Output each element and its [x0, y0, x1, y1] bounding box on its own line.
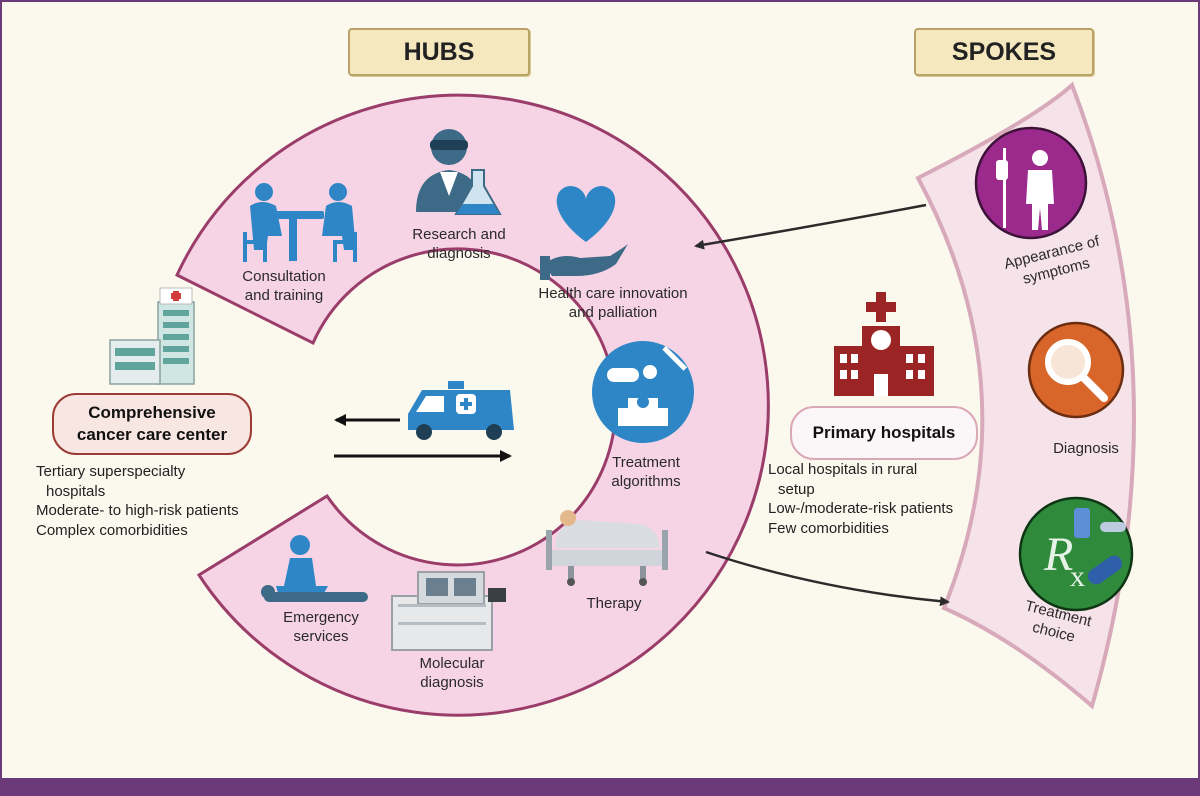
- ambulance-icon: [408, 381, 514, 440]
- heart-hand-icon: [540, 186, 628, 280]
- label-therapy: Therapy: [586, 595, 642, 612]
- outer-frame: [0, 0, 1200, 778]
- ccc-details: Tertiary superspecialty hospitals Modera…: [36, 463, 239, 539]
- red-hospital-icon: [834, 292, 934, 396]
- pills-syringe-hospital-icon: [592, 341, 694, 443]
- bottom-bar: [0, 778, 1200, 796]
- cpr-icon: [261, 535, 368, 602]
- tower-hospital-icon: [109, 287, 195, 385]
- svg-text:x: x: [1070, 560, 1085, 593]
- hospital-bed-icon: [546, 510, 668, 586]
- spokes-header: SPOKES: [914, 28, 1094, 76]
- consultation-table-icon: [243, 183, 357, 262]
- iv-patient-icon: [974, 126, 1088, 240]
- rx-pills-icon: R x: [1018, 496, 1134, 612]
- lab-analyzer-icon: [391, 571, 506, 651]
- label-diagnosis: Diagnosis: [1053, 440, 1119, 457]
- scientist-flask-icon: [416, 129, 502, 215]
- hubs-header: HUBS: [348, 28, 530, 76]
- magnifier-icon: [1027, 321, 1125, 419]
- arrow-to-hub: [694, 203, 927, 250]
- primary-hospitals-box: Primary hospitals: [790, 406, 978, 460]
- svg-text:R: R: [1043, 528, 1073, 581]
- arrow-to-spoke: [705, 550, 950, 607]
- primary-details: Local hospitals in rural setup Low-/mode…: [768, 461, 954, 537]
